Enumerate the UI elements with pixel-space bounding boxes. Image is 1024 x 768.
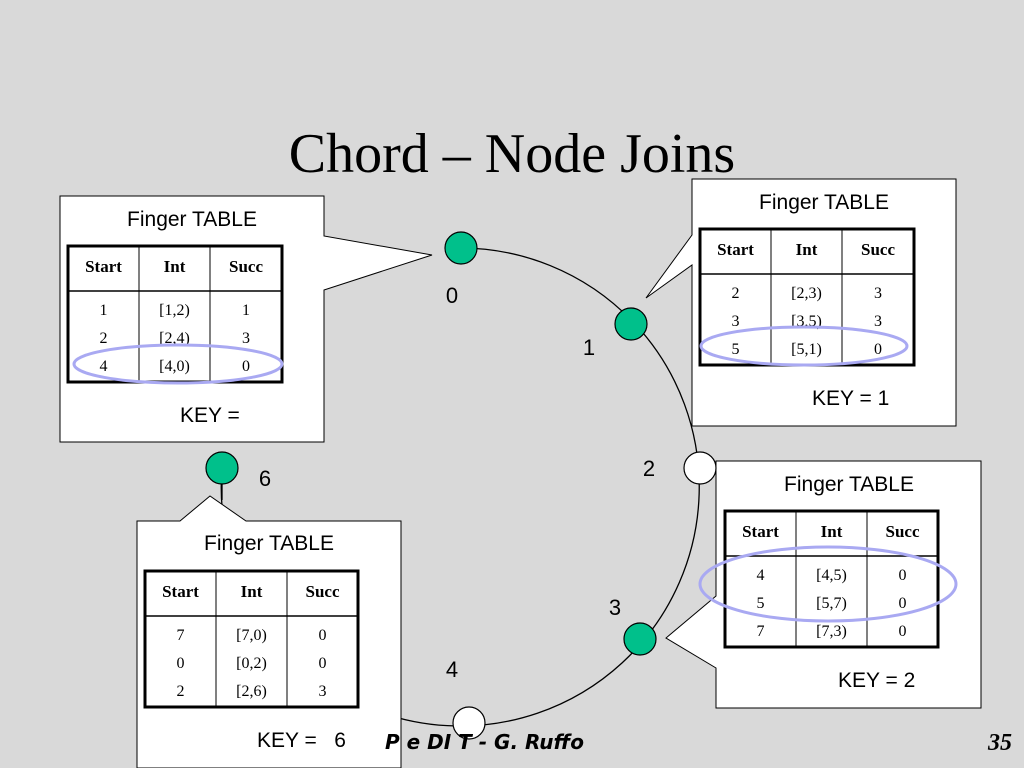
ring-node-label-0: 0 [446,283,458,308]
header-succ: Succ [886,522,920,541]
page-number: 35 [988,730,1012,756]
cell: [5,7) [816,595,847,612]
finger-table-title: Finger TABLE [759,191,889,214]
finger-table-frame [723,509,940,649]
highlight-ellipse [72,343,284,385]
cell: 5 [757,595,765,612]
cell: 0 [874,341,882,358]
cell: 4 [100,358,108,375]
cell: 0 [319,627,327,644]
callout-node-3: Finger TABLE Start Int Succ 4 [4,5) 0 5 … [665,460,982,709]
cell: 1 [100,302,108,319]
cell: 0 [319,655,327,672]
slide-footer: P e DI T - G. Ruffo [385,730,584,754]
cell: 3 [319,683,327,700]
ring-node-label-6: 6 [259,466,271,491]
key-label: KEY = 6 [257,729,346,752]
cell: 5 [732,341,740,358]
cell: [2,4) [159,330,190,347]
callout-node-6: Finger TABLE Start Int Succ 7 [7,0) 0 0 … [136,495,402,768]
cell: 0 [899,567,907,584]
finger-table-frame [143,569,360,709]
cell: 0 [177,655,185,672]
finger-table-title: Finger TABLE [127,208,257,231]
cell: [4,0) [159,358,190,375]
cell: 3 [242,330,250,347]
ring-node-2[interactable] [683,451,717,485]
cell: 0 [899,595,907,612]
finger-table-title: Finger TABLE [204,532,334,555]
ring-node-label-2: 2 [643,456,655,481]
cell: [7,3) [816,623,847,640]
callout-box-node-0 [59,195,433,443]
header-start: Start [742,522,779,541]
ring-node-4[interactable] [452,706,486,740]
ring-node-0[interactable] [444,231,478,265]
cell: [7,0) [236,627,267,644]
cell: 3 [874,313,882,330]
cell: [0,2) [236,655,267,672]
header-start: Start [162,582,199,601]
cell: 7 [757,623,765,640]
ring-node-3[interactable] [623,622,657,656]
callout-box-node-1 [645,178,957,427]
header-int: Int [821,522,843,541]
ring-node-6[interactable] [205,451,239,485]
header-int: Int [241,582,263,601]
key-label: KEY = 2 [838,669,915,692]
callout-node-0: Finger TABLE Start Int Succ 1 [1,2) 1 2 … [59,195,433,443]
header-start: Start [85,257,122,276]
header-succ: Succ [229,257,263,276]
cell: 0 [899,623,907,640]
callout-node-1: Finger TABLE Start Int Succ 2 [2,3) 3 3 … [645,178,957,427]
cell: 7 [177,627,185,644]
header-int: Int [164,257,186,276]
highlight-ellipse [698,545,958,623]
ring-node-1[interactable] [614,307,648,341]
ring-node-label-1: 1 [583,335,595,360]
cell: [2,6) [236,683,267,700]
callout-box-node-3 [665,460,982,709]
ring-node-label-4: 4 [446,657,458,682]
cell: [2,3) [791,285,822,302]
cell: 2 [100,330,108,347]
cell: 3 [874,285,882,302]
cell: [1,2) [159,302,190,319]
cell: 1 [242,302,250,319]
highlight-ellipse [699,325,909,367]
header-succ: Succ [306,582,340,601]
key-label: KEY = 1 [812,387,889,410]
cell: 3 [732,313,740,330]
cell: [4,5) [816,567,847,584]
key-label: KEY = [180,404,240,427]
header-start: Start [717,240,754,259]
ring-node-label-3: 3 [609,595,621,620]
slide-title: Chord – Node Joins [288,123,736,185]
callout-box-node-6 [136,495,402,768]
cell: 2 [732,285,740,302]
header-succ: Succ [861,240,895,259]
cell: 4 [757,567,765,584]
header-int: Int [796,240,818,259]
cell: 0 [242,358,250,375]
cell: [5,1) [791,341,822,358]
finger-table-title: Finger TABLE [784,473,914,496]
cell: 2 [177,683,185,700]
